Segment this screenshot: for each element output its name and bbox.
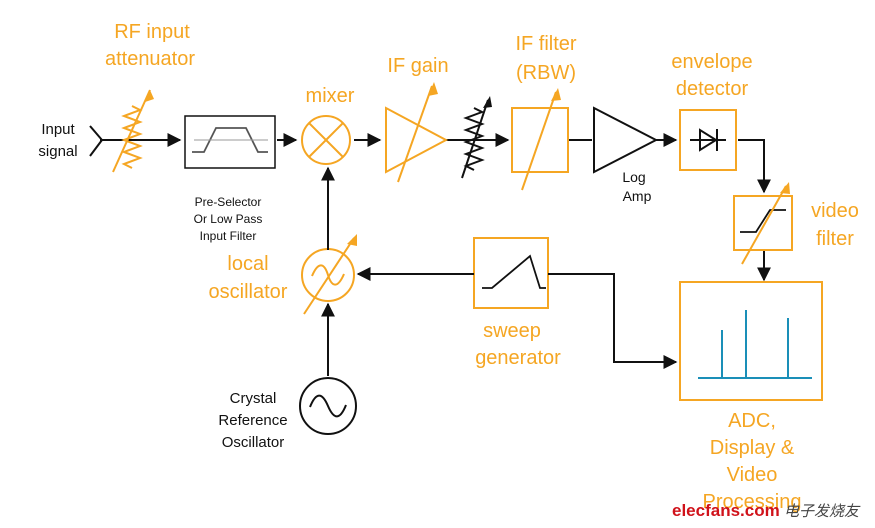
lo-label-line2: oscillator [209,281,288,303]
input-label-line2: signal [38,143,77,160]
mixer: mixer [301,85,355,165]
lo-label-line1: local [227,253,268,275]
rf-attenuator-label-line1: RF input [114,21,190,43]
amplifier-triangle-icon [385,106,449,174]
if-filter-rbw: IF filter (RBW) [511,33,577,191]
watermark-brand: elecfans.com [672,501,780,520]
adc-label-line3: Video [727,464,778,486]
lo-wiring [321,166,678,376]
sweep-label-line1: sweep [483,320,541,342]
mixer-label: mixer [306,85,355,107]
envelope-detector: envelope detector [671,51,753,171]
log-amplifier: Log Amp [593,106,659,204]
preselector-label-line2: Or Low Pass [194,212,263,226]
crystal-label-line1: Crystal [230,390,277,407]
adc-label-line4: Processing [703,491,802,513]
lo-adjust-arrow [303,237,355,315]
crystal-sine-icon [309,394,347,418]
local-oscillator: local oscillator [209,234,357,315]
if-gain-label: IF gain [387,55,448,77]
envelope-label-line2: detector [676,78,749,100]
detector-box [679,109,737,171]
display-box [679,281,823,401]
adc-display-processing: ADC, Display & Video Processing [679,281,823,513]
attenuator-adjust-arrow [112,89,151,173]
wire-sweep-to-display [548,273,678,369]
lowpass-response-icon [740,209,786,233]
crystal-reference-oscillator: Crystal Reference Oscillator [218,377,357,451]
sweep-label-line2: generator [475,347,561,369]
log-amp-label-line1: Log [622,169,645,185]
watermark-chinese: 电子发烧友 [784,502,861,520]
if-filter-adjust-arrow [521,91,557,191]
if-filter-label-line1: IF filter [515,33,576,55]
rf-input-attenuator: RF input attenuator [105,21,195,173]
envelope-label-line1: envelope [671,51,752,73]
crystal-label-line2: Reference [218,412,287,429]
diode-icon [699,128,718,152]
if-gain-amplifier: IF gain [385,55,449,183]
crystal-label-line3: Oscillator [222,434,285,451]
mixer-circle-icon [301,115,351,165]
log-amp-triangle-icon [593,106,659,174]
rf-attenuator-label-line2: attenuator [105,48,195,70]
attenuator-resistor-icon [121,105,143,169]
preselector-label-line1: Pre-Selector [195,195,262,209]
video-filter: video filter [733,182,859,265]
preselector-label-line3: Input Filter [200,229,257,243]
video-filter-label-line2: filter [816,228,854,250]
watermark: elecfans.com 电子发烧友 [672,501,861,520]
adc-label-line1: ADC, [728,410,776,432]
main-signal-path [100,133,771,282]
if-filter-box [511,107,569,173]
preselector-box [184,115,276,169]
video-filter-label-line1: video [811,200,859,222]
input-label-line1: Input [41,121,75,138]
video-filter-adjust-arrow [741,185,787,265]
video-filter-box [733,195,793,251]
if-filter-label-line2: (RBW) [516,62,576,84]
if-attenuator [461,96,492,179]
lo-sine-icon [311,264,345,286]
sweep-generator: sweep generator [473,237,561,369]
preselector-filter: Pre-Selector Or Low Pass Input Filter [184,115,276,243]
if-gain-adjust-arrow [397,85,433,183]
log-amp-label-line2: Amp [623,188,652,204]
adc-label-line2: Display & [710,437,795,459]
bandpass-response-icon [192,127,268,153]
wire-detector-to-video-filter [738,139,771,194]
sawtooth-icon [482,254,546,289]
input-signal: Input signal [38,121,104,160]
attenuator-adjust-arrow-black [461,99,489,179]
